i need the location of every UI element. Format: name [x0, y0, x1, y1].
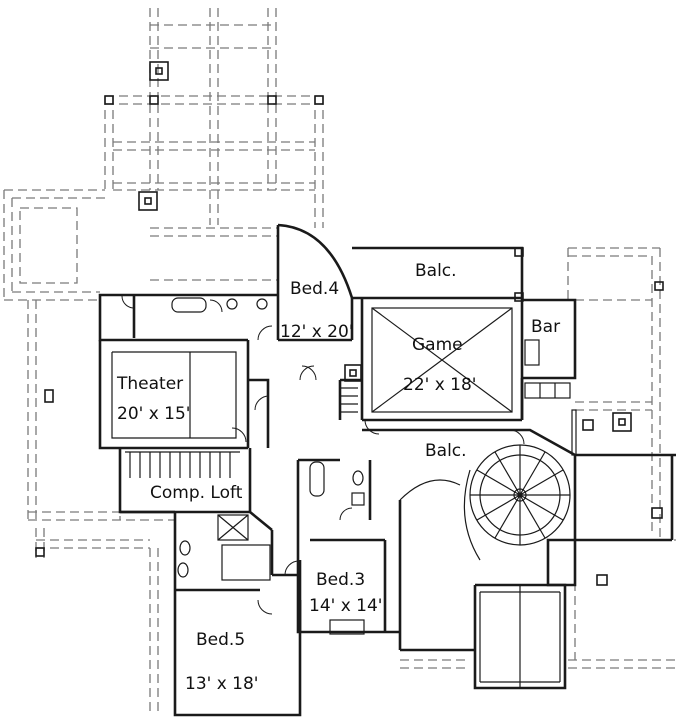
room-name-theater: Theater: [116, 374, 183, 394]
door-swings: [121, 295, 525, 615]
room-size-game: 22' x 18': [403, 375, 476, 395]
room-labels: Bed.4 12' x 20' Balc. Bar Game 22' x 18'…: [116, 261, 560, 694]
room-name-bed3: Bed.3: [316, 570, 365, 590]
room-name-bed4: Bed.4: [290, 279, 339, 299]
room-size-theater: 20' x 15': [117, 404, 190, 424]
room-size-bed4: 12' x 20': [280, 322, 353, 342]
room-size-bed5: 13' x 18': [185, 674, 258, 694]
room-name-game: Game: [412, 335, 463, 355]
exterior-walls: [98, 223, 676, 717]
room-name-balc-top: Balc.: [415, 261, 457, 281]
room-name-comp-loft: Comp. Loft: [150, 483, 243, 503]
spiral-staircase: [399, 444, 571, 561]
room-name-bar: Bar: [531, 317, 560, 337]
lower-roof-outline: [3, 8, 676, 715]
room-size-bed3: 14' x 14': [309, 596, 382, 616]
room-name-bed5: Bed.5: [196, 630, 245, 650]
room-name-balc-mid: Balc.: [425, 441, 467, 461]
interior-details: [111, 297, 577, 688]
